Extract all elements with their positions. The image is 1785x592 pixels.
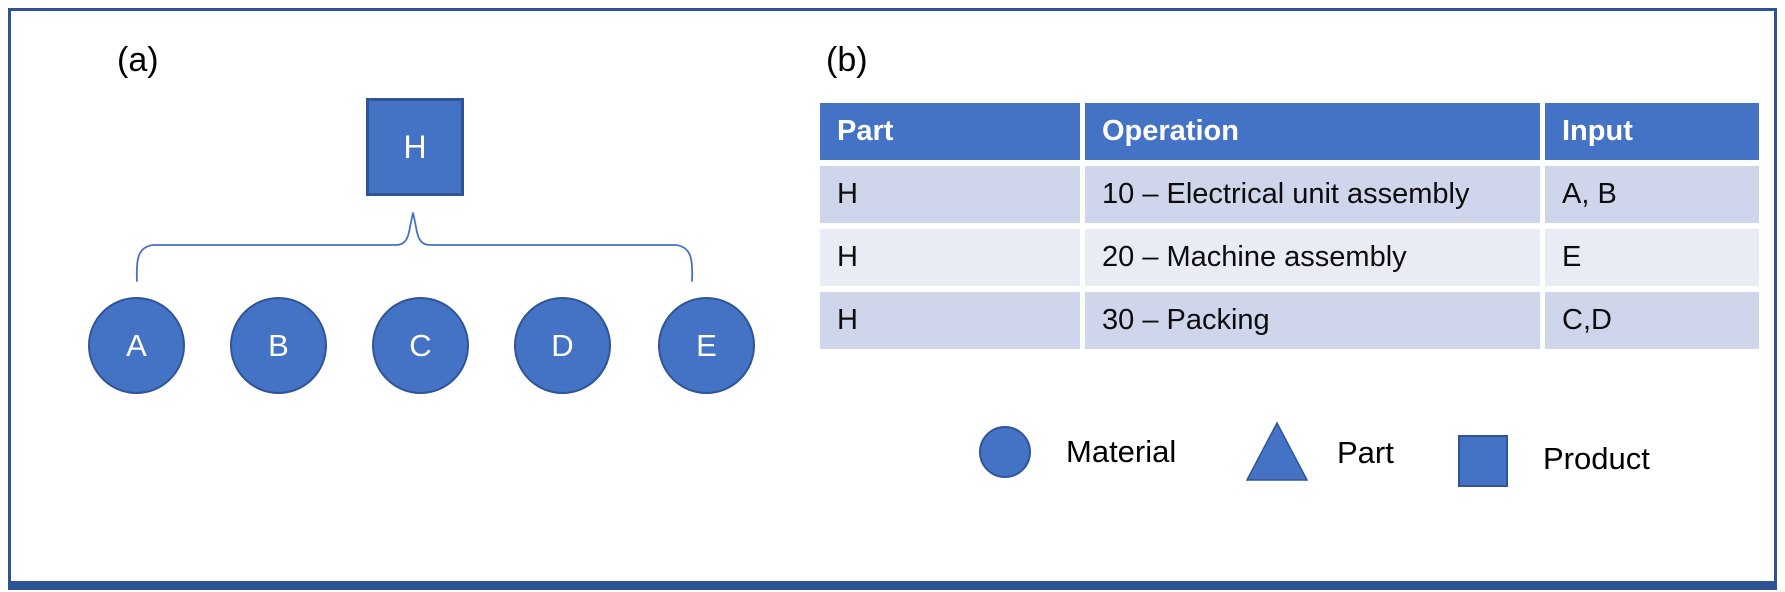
table-cell-input: C,D xyxy=(1545,292,1759,349)
table-cell-operation: 10 – Electrical unit assembly xyxy=(1085,166,1540,223)
material-node-label: E xyxy=(696,327,717,363)
material-node-b: B xyxy=(230,297,327,394)
column-header-input: Input xyxy=(1545,103,1759,160)
material-node-d: D xyxy=(514,297,611,394)
product-node-label: H xyxy=(403,128,427,165)
table-cell-part: H xyxy=(820,292,1080,349)
product-square-icon xyxy=(1458,435,1508,487)
material-circle-icon xyxy=(979,426,1031,478)
table-cell-part: H xyxy=(820,166,1080,223)
legend-label-material: Material xyxy=(1066,434,1177,469)
operations-table: Part Operation Input H 10 – Electrical u… xyxy=(820,103,1759,349)
panel-b-label: (b) xyxy=(826,41,868,79)
material-node-label: D xyxy=(551,327,574,363)
material-node-label: C xyxy=(409,327,432,363)
material-node-label: B xyxy=(268,327,289,363)
legend-label-part: Part xyxy=(1337,435,1394,470)
product-node-h: H xyxy=(366,98,464,196)
table-cell-input: A, B xyxy=(1545,166,1759,223)
table-cell-operation: 30 – Packing xyxy=(1085,292,1540,349)
column-header-part: Part xyxy=(820,103,1080,160)
panel-a-label: (a) xyxy=(117,41,159,79)
table-cell-input: E xyxy=(1545,229,1759,286)
material-node-e: E xyxy=(658,297,755,394)
table-cell-operation: 20 – Machine assembly xyxy=(1085,229,1540,286)
legend-label-product: Product xyxy=(1543,441,1650,476)
part-triangle-icon xyxy=(1245,421,1309,481)
material-node-c: C xyxy=(372,297,469,394)
column-header-operation: Operation xyxy=(1085,103,1540,160)
material-node-label: A xyxy=(126,327,147,363)
triangle-shape xyxy=(1245,421,1309,481)
material-node-a: A xyxy=(88,297,185,394)
table-cell-part: H xyxy=(820,229,1080,286)
